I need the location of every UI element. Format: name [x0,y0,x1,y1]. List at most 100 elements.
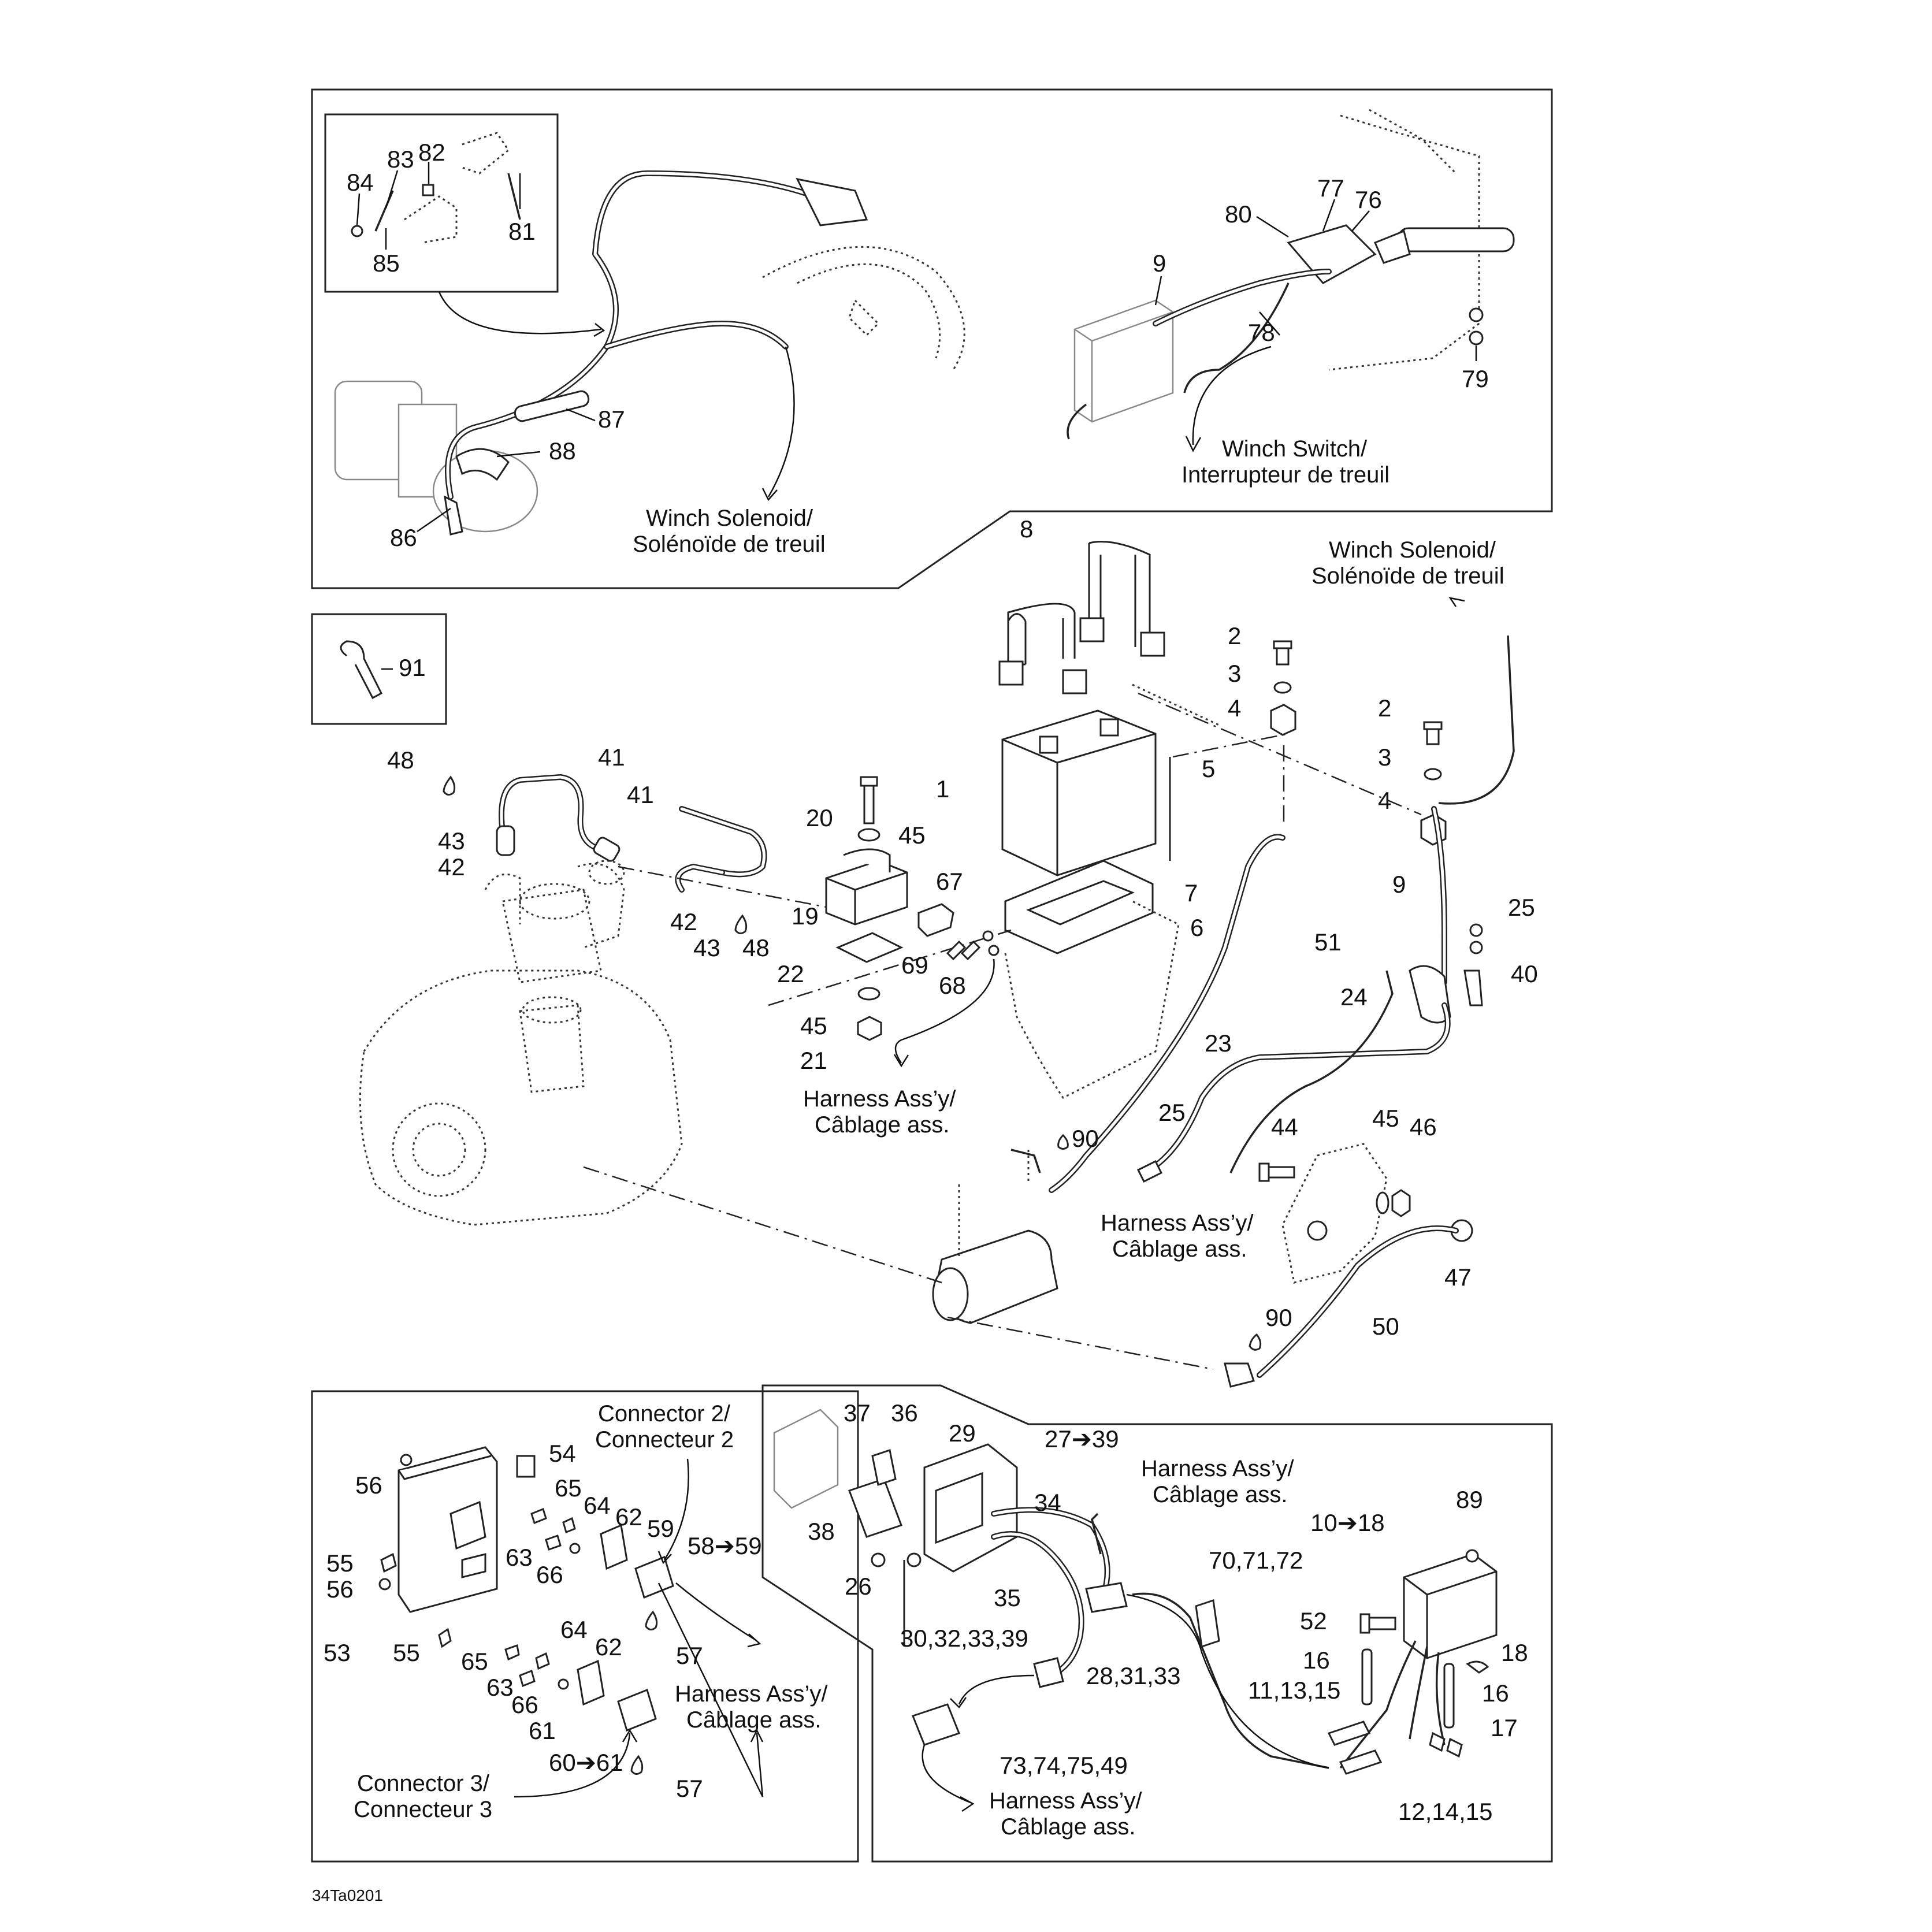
callout-90-b: 90 [1265,1304,1292,1331]
callout-63-b: 63 [486,1674,514,1701]
callout-1: 1 [936,775,949,802]
callout-59: 59 [647,1515,674,1542]
callout-67: 67 [936,868,963,895]
callout-50: 50 [1372,1313,1399,1340]
ignition-module-panel [378,1446,764,1798]
callout-45-c: 45 [1372,1105,1399,1132]
winch-switch-illustration [1067,109,1515,452]
callout-16-a: 16 [1303,1647,1330,1674]
callout-68: 68 [939,972,966,999]
callout-23: 23 [1205,1030,1232,1057]
callout-65-a: 65 [555,1474,582,1502]
top-leaders [356,162,1477,533]
callout-43-a: 43 [438,827,465,854]
cable-tie-inset-frame [311,613,447,725]
callout-76: 76 [1355,186,1382,213]
callout-4-right: 4 [1378,787,1391,814]
callout-64-b: 64 [560,1616,588,1643]
starter-motor [583,1134,1214,1370]
callout-41-b: 41 [627,781,654,808]
callout-56-a: 56 [355,1472,382,1499]
caption-winch-solenoid-right-1: Winch Solenoid/ [1329,537,1496,563]
caption-harness-starter-2: Câblage ass. [1112,1236,1247,1262]
connector-67 [917,903,954,937]
caption-harness-bottom-center-1: Harness Ass’y/ [989,1788,1142,1814]
callout-3-left: 3 [1228,660,1241,687]
callout-87: 87 [598,406,625,433]
winch-cable-main [445,170,818,500]
callout-4-left: 4 [1228,694,1241,722]
callout-66-a: 66 [536,1561,563,1588]
callout-88: 88 [549,437,576,465]
seal-62a [600,1524,628,1570]
callout-81: 81 [508,218,536,245]
callout-63-a: 63 [506,1544,533,1571]
cable-23 [1141,1002,1451,1176]
caption-connector-2-1: Connector 2/ [598,1401,731,1426]
callout-16-b: 16 [1482,1680,1509,1707]
callout-35: 35 [994,1584,1021,1611]
callout-7: 7 [1184,879,1198,906]
terminal-86 [444,495,463,536]
caption-winch-solenoid-right-2: Solénoïde de treuil [1311,563,1504,589]
callout-36: 36 [891,1399,918,1426]
drawing-number: 34Ta0201 [312,1886,383,1904]
callout-19: 19 [792,902,819,930]
callout-90-a: 90 [1072,1125,1099,1152]
callout-28-33: 28,31,33 [1086,1662,1181,1689]
hardware-inset [351,132,521,244]
callout-42-b: 42 [670,908,697,935]
callout-26: 26 [845,1573,872,1600]
callout-47: 47 [1444,1264,1472,1291]
seal-62b [577,1659,605,1706]
callout-60-61: 60➔61 [549,1749,623,1776]
callout-79: 79 [1462,365,1489,392]
callout-37: 37 [844,1399,871,1426]
callout-78: 78 [1248,319,1275,346]
callout-44: 44 [1271,1113,1298,1140]
connector-59 [634,1555,674,1599]
callout-53: 53 [324,1639,351,1666]
callout-27-39: 27➔39 [1045,1425,1119,1452]
caption-connector-3-2: Connecteur 3 [354,1797,492,1822]
callout-56-b: 56 [326,1576,354,1603]
callout-3-right: 3 [1378,744,1391,771]
callout-11-15: 11,13,15 [1248,1677,1340,1704]
callout-9-top: 9 [1153,250,1166,277]
callout-12-15: 12,14,15 [1398,1798,1493,1825]
caption-harness-bottom-left-2: Câblage ass. [686,1707,821,1733]
caption-connector-2-2: Connecteur 2 [595,1427,734,1452]
boot-42a [496,825,515,856]
caption-winch-solenoid-top-1: Winch Solenoid/ [646,506,813,531]
callout-6: 6 [1190,914,1203,941]
callout-69: 69 [901,952,928,979]
electronics-frame [761,1384,1553,1863]
winch-harness-illustration [334,170,965,536]
callout-42-a: 42 [438,853,465,880]
callout-25-b: 25 [1158,1099,1186,1126]
callout-22: 22 [777,960,804,987]
callout-45-a: 45 [898,822,926,849]
winch-switch-body [1287,224,1377,284]
caption-winch-switch-2: Interrupteur de treuil [1182,462,1389,488]
caption-harness-center-1: Harness Ass’y/ [803,1086,956,1112]
callout-64-a: 64 [584,1492,611,1519]
sleeve-87 [514,390,590,422]
callout-45-b: 45 [800,1012,827,1039]
callout-18: 18 [1501,1639,1528,1666]
winch-switch-cable [1153,269,1332,326]
callout-77: 77 [1317,174,1344,202]
cable-tie-91 [340,640,393,700]
callout-73-49: 73,74,75,49 [1000,1752,1128,1779]
caption-harness-starter-1: Harness Ass’y/ [1101,1210,1254,1236]
connector-61 [617,1688,657,1732]
callout-83: 83 [387,146,414,173]
ignition-coil-assembly [443,774,1000,1068]
callout-61: 61 [529,1717,556,1744]
callout-21: 21 [800,1047,827,1074]
callout-2-left: 2 [1228,622,1241,649]
handlebar [1397,227,1515,252]
winch-kit-frame [311,88,1553,589]
starter-solenoid-24 [1409,965,1451,1024]
